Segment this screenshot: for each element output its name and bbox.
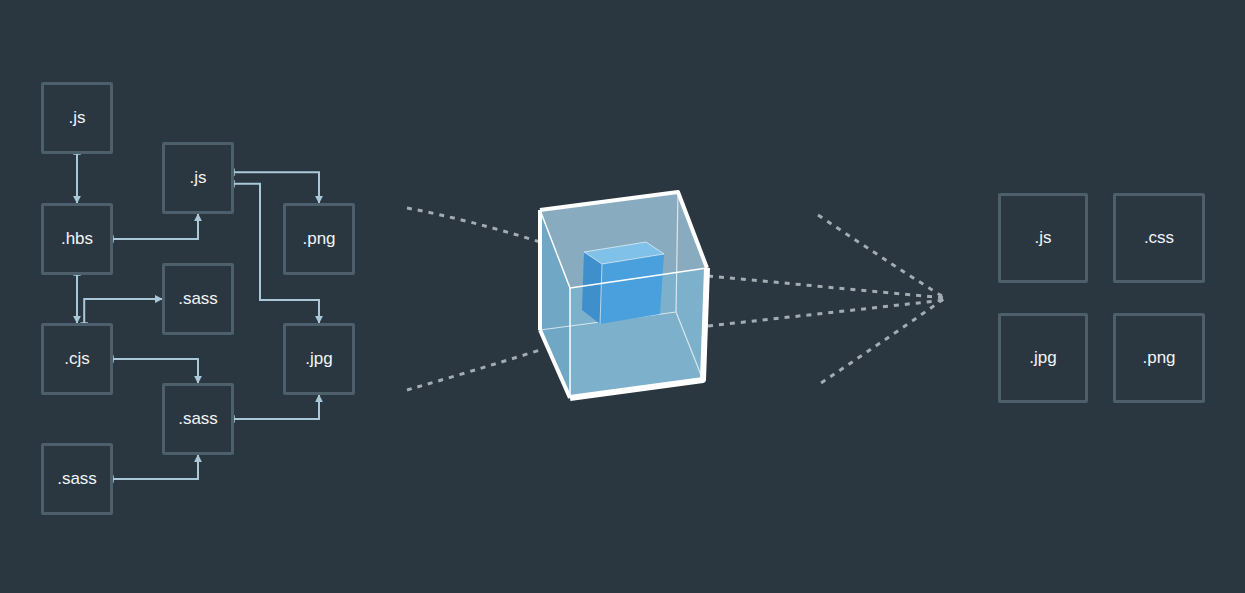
file-box: .jpg	[283, 323, 355, 395]
file-box: .jpg	[998, 313, 1088, 403]
dependency-arrow	[234, 172, 319, 203]
file-extension: .hbs	[61, 229, 93, 249]
dependency-arrow	[113, 359, 198, 383]
dependency-arrow	[76, 275, 78, 323]
file-box: .sass	[162, 383, 234, 455]
file-box: .sass	[162, 263, 234, 335]
file-extension: .sass	[57, 469, 97, 489]
file-box: .hbs	[41, 203, 113, 275]
dependency-arrow	[84, 299, 162, 323]
dependency-arrow	[76, 154, 78, 203]
dependency-arrow	[113, 214, 198, 239]
bundle-cube	[540, 192, 707, 398]
file-extension: .jpg	[305, 349, 332, 369]
file-box: .js	[162, 142, 234, 214]
file-extension: .js	[69, 108, 86, 128]
file-box: .js	[998, 193, 1088, 283]
file-box: .cjs	[41, 323, 113, 395]
file-extension: .css	[1144, 228, 1174, 248]
file-extension: .sass	[178, 289, 218, 309]
file-box: .js	[41, 82, 113, 154]
file-extension: .js	[1035, 228, 1052, 248]
file-box: .png	[1113, 313, 1205, 403]
dependency-arrow	[234, 395, 319, 419]
file-extension: .cjs	[64, 349, 90, 369]
file-extension: .js	[190, 168, 207, 188]
file-extension: .png	[302, 229, 335, 249]
dependency-arrow	[113, 455, 198, 479]
file-extension: .png	[1142, 348, 1175, 368]
file-box: .sass	[41, 443, 113, 515]
file-box: .css	[1113, 193, 1205, 283]
file-extension: .jpg	[1029, 348, 1056, 368]
file-box: .png	[283, 203, 355, 275]
file-extension: .sass	[178, 409, 218, 429]
